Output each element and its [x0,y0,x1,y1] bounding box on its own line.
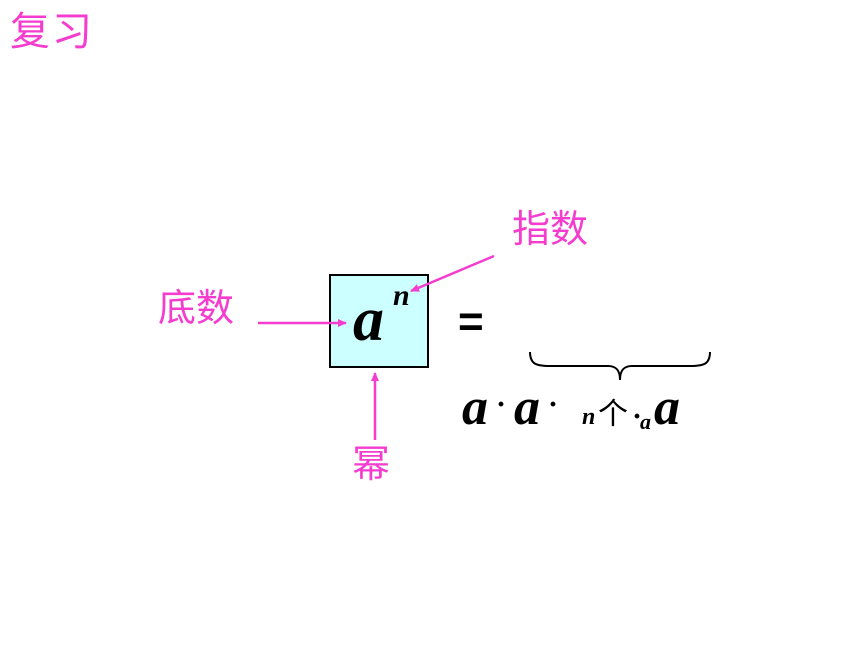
count-variable: n [582,404,596,430]
exponent-arrow [410,254,495,293]
product-dot-1: · [496,388,507,421]
product-factor-1: a [462,379,488,436]
product-factor-2: a [514,379,540,436]
base-label: 底数 [158,286,235,330]
overbrace [529,351,711,381]
equals-sign: = [458,297,484,346]
base-variable: a [353,286,384,354]
count-small-variable: a [640,409,651,434]
exponent-label: 指数 [512,207,589,251]
exponent-variable: n [393,279,410,312]
power-label: 幂 [352,442,391,486]
product-dot-2: · [548,388,559,421]
product-factor-last: a [654,379,680,436]
count-unit: 个 [598,397,628,432]
product-dot-3: · [632,400,643,433]
slide-title: 复习 [10,9,94,55]
